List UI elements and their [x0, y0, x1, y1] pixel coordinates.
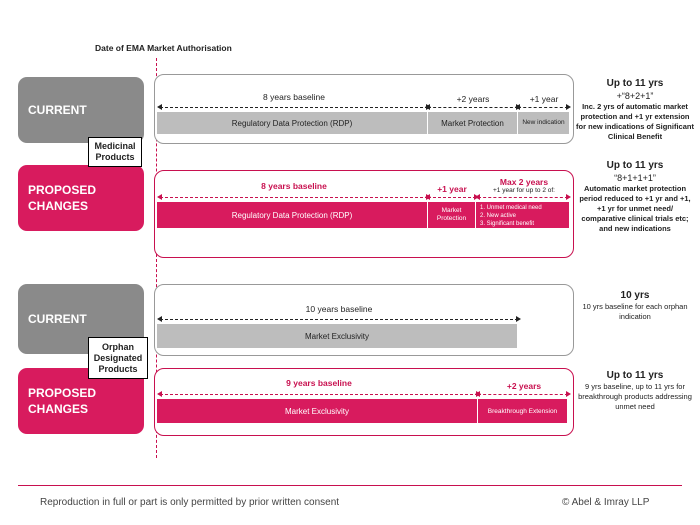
- medicinal-proposed-label: PROPOSED CHANGES: [18, 165, 144, 231]
- ema-date-title: Date of EMA Market Authorisation: [95, 43, 232, 53]
- ema-date-line: [156, 58, 157, 458]
- orphan-proposed-seg-be: Breakthrough Extension: [478, 399, 568, 423]
- medicinal-current-note-title: Up to 11 yrs: [606, 78, 664, 89]
- medicinal-current-note-body: Inc. 2 yrs of automatic market protectio…: [576, 102, 694, 141]
- medicinal-proposed-item-1: 1. Unmet medical need: [480, 205, 542, 211]
- medicinal-current-label-text: CURRENT: [28, 103, 87, 117]
- orphan-proposed-label-2: CHANGES: [28, 402, 89, 416]
- footer-divider: [18, 485, 682, 486]
- footer-firm: © Abel & Imray LLP: [562, 497, 650, 508]
- orphan-current-seg-me: Market Exclusivity: [157, 324, 518, 348]
- orphan-proposed-note-title: Up to 11 yrs: [606, 370, 664, 381]
- orphan-current-note-body: 10 yrs baseline for each orphan indicati…: [582, 302, 688, 321]
- medicinal-proposed-label-2: CHANGES: [28, 199, 89, 213]
- medicinal-proposed-span-8: 8 years baseline: [261, 181, 327, 191]
- medicinal-current-seg-mp: Market Protection: [428, 112, 518, 134]
- orphan-proposed-span-2: +2 years: [506, 381, 542, 391]
- orphan-proposed-span-9: 9 years baseline: [286, 378, 352, 388]
- medicinal-proposed-seg-mp: Market Protection: [428, 202, 476, 228]
- orphan-proposed-note-body: 9 yrs baseline, up to 11 yrs for breakth…: [578, 382, 692, 411]
- orphan-proposed-seg-me: Market Exclusivity: [157, 399, 478, 423]
- medicinal-proposed-note-title: Up to 11 yrs: [606, 160, 664, 171]
- medicinal-proposed-arrow-8: [157, 193, 431, 200]
- orphan-proposed-arrow-9: [157, 390, 481, 397]
- orphan-proposed-label: PROPOSED CHANGES: [18, 368, 144, 434]
- medicinal-proposed-span-1: +1 year: [437, 184, 467, 194]
- medicinal-current-arrow-8: [157, 103, 431, 110]
- medicinal-current-note-formula: +“8+2+1”: [616, 91, 654, 101]
- footer-copyright-notice: Reproduction in full or part is only per…: [40, 497, 340, 508]
- medicinal-proposed-seg-rdp: Regulatory Data Protection (RDP): [157, 202, 428, 228]
- medicinal-current-span-2: +2 years: [456, 94, 490, 104]
- medicinal-current-note: Up to 11 yrs +“8+2+1” Inc. 2 yrs of auto…: [576, 78, 694, 142]
- medicinal-products-category: Medicinal Products: [88, 137, 142, 167]
- medicinal-proposed-note-body: Automatic market protection period reduc…: [579, 184, 691, 233]
- orphan-proposed-label-1: PROPOSED: [28, 386, 97, 400]
- medicinal-current-span-8: 8 years baseline: [263, 92, 325, 102]
- medicinal-current-arrow-2: [425, 103, 521, 110]
- orphan-proposed-note: Up to 11 yrs 9 yrs baseline, up to 11 yr…: [576, 370, 694, 412]
- medicinal-proposed-note-formula: “8+1+1+1”: [614, 173, 656, 183]
- medicinal-current-label: CURRENT: [18, 77, 144, 143]
- medicinal-current-seg-ni: New indication: [518, 112, 570, 134]
- orphan-products-category: Orphan Designated Products: [88, 337, 148, 379]
- orphan-current-note-title: 10 yrs: [620, 290, 650, 301]
- medicinal-proposed-arrow-1: [425, 193, 479, 200]
- orphan-current-arrow-10: [157, 315, 521, 322]
- medicinal-proposed-span-max-sub: +1 year for up to 2 of:: [493, 187, 555, 194]
- orphan-proposed-arrow-2: [475, 390, 571, 397]
- medicinal-proposed-item-2: 2. New active: [480, 213, 517, 219]
- orphan-current-label-text: CURRENT: [28, 312, 87, 326]
- orphan-current-span-10: 10 years baseline: [305, 304, 373, 314]
- medicinal-proposed-note: Up to 11 yrs “8+1+1+1” Automatic market …: [576, 160, 694, 234]
- medicinal-proposed-span-max: Max 2 years: [499, 177, 549, 187]
- medicinal-proposed-seg-items: 1. Unmet medical need 2. New active 3. S…: [476, 202, 570, 228]
- medicinal-current-span-1: +1 year: [529, 94, 559, 104]
- medicinal-current-arrow-1: [515, 103, 571, 110]
- orphan-current-note: 10 yrs 10 yrs baseline for each orphan i…: [576, 290, 694, 322]
- medicinal-proposed-arrow-max: [475, 193, 571, 200]
- medicinal-proposed-item-3: 3. Significant benefit: [480, 221, 535, 227]
- medicinal-proposed-label-1: PROPOSED: [28, 183, 97, 197]
- medicinal-current-seg-rdp: Regulatory Data Protection (RDP): [157, 112, 428, 134]
